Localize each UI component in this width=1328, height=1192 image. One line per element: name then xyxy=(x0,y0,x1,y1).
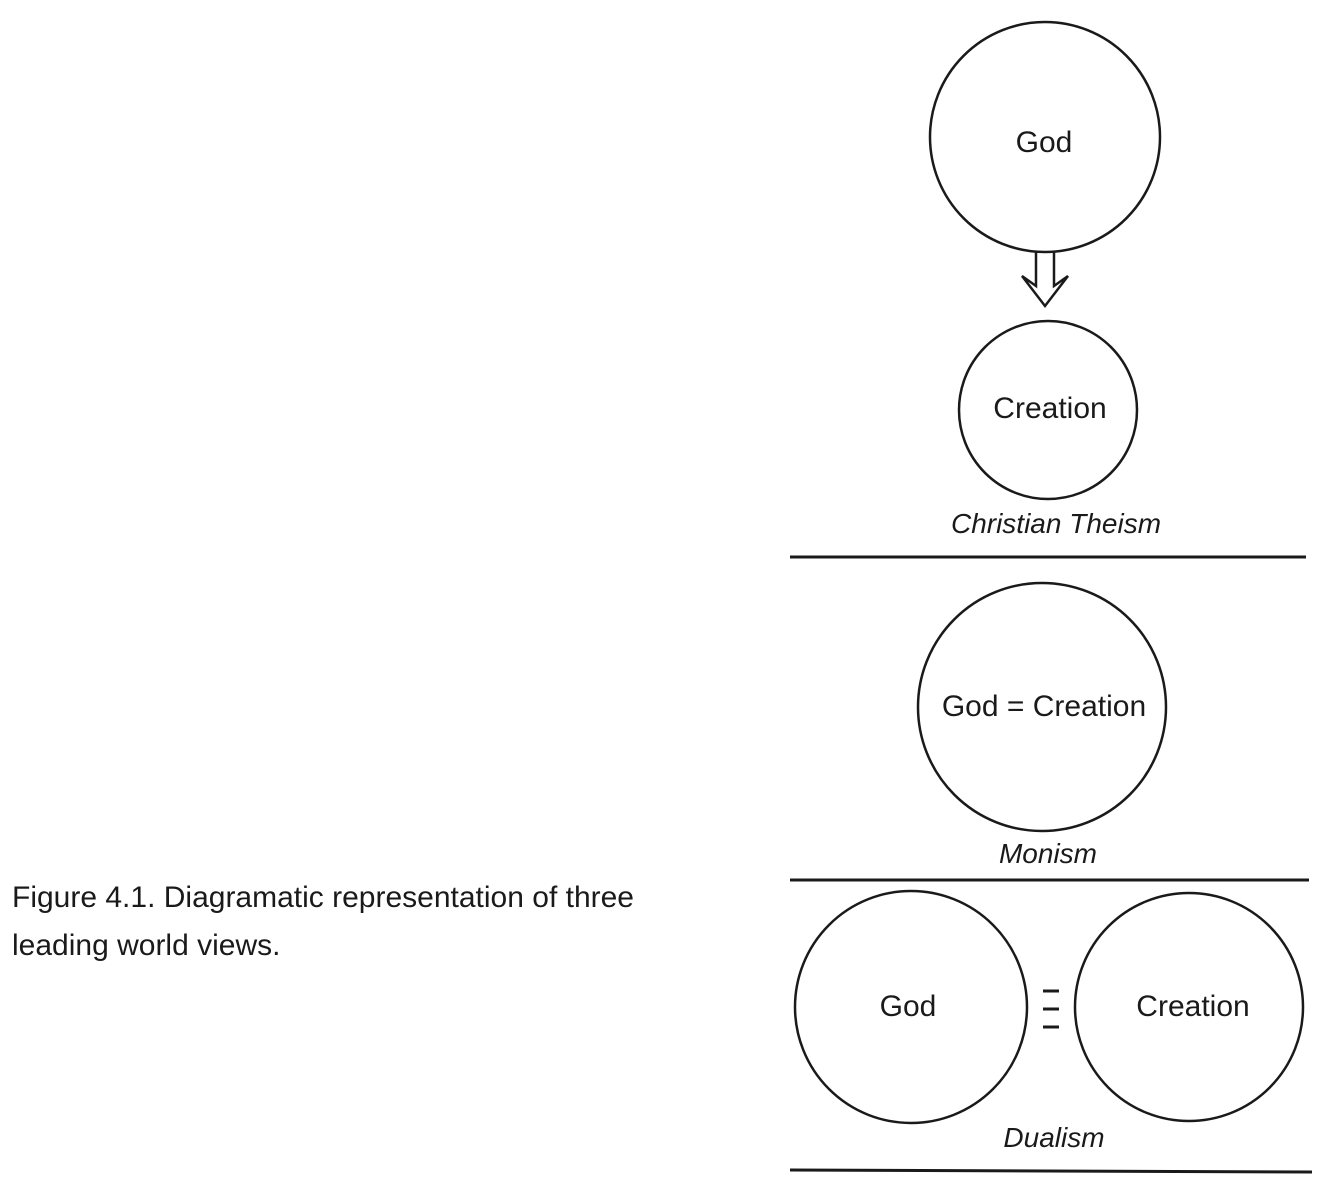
creation-arrow-icon xyxy=(1021,252,1069,309)
monism-panel: God = Creation Monism xyxy=(790,581,1309,882)
creation-circle xyxy=(1073,891,1305,1123)
christian-theism-panel: God Creation Christian Theism xyxy=(790,20,1306,559)
god-circle xyxy=(793,889,1029,1125)
god-label: God xyxy=(1016,126,1073,159)
caption-line-1: Figure 4.1. Diagramatic representation o… xyxy=(12,881,634,914)
dualism-caption: Dualism xyxy=(1003,1122,1104,1153)
god-label: God xyxy=(880,990,937,1023)
caption-line-2: leading world views. xyxy=(12,929,281,962)
creation-circle xyxy=(957,319,1139,501)
figure-caption: Figure 4.1. Diagramatic representation o… xyxy=(12,874,752,970)
monism-label: God = Creation xyxy=(942,690,1146,723)
dualism-panel: God Creation Dualism xyxy=(789,889,1313,1174)
monism-circle xyxy=(916,581,1168,833)
opposition-marks-icon xyxy=(1043,989,1059,1029)
monism-caption: Monism xyxy=(999,838,1097,869)
divider-line xyxy=(789,1168,1313,1174)
creation-label: Creation xyxy=(993,392,1106,425)
god-circle xyxy=(928,20,1162,254)
creation-label: Creation xyxy=(1136,990,1249,1023)
christian-theism-caption: Christian Theism xyxy=(951,508,1161,539)
